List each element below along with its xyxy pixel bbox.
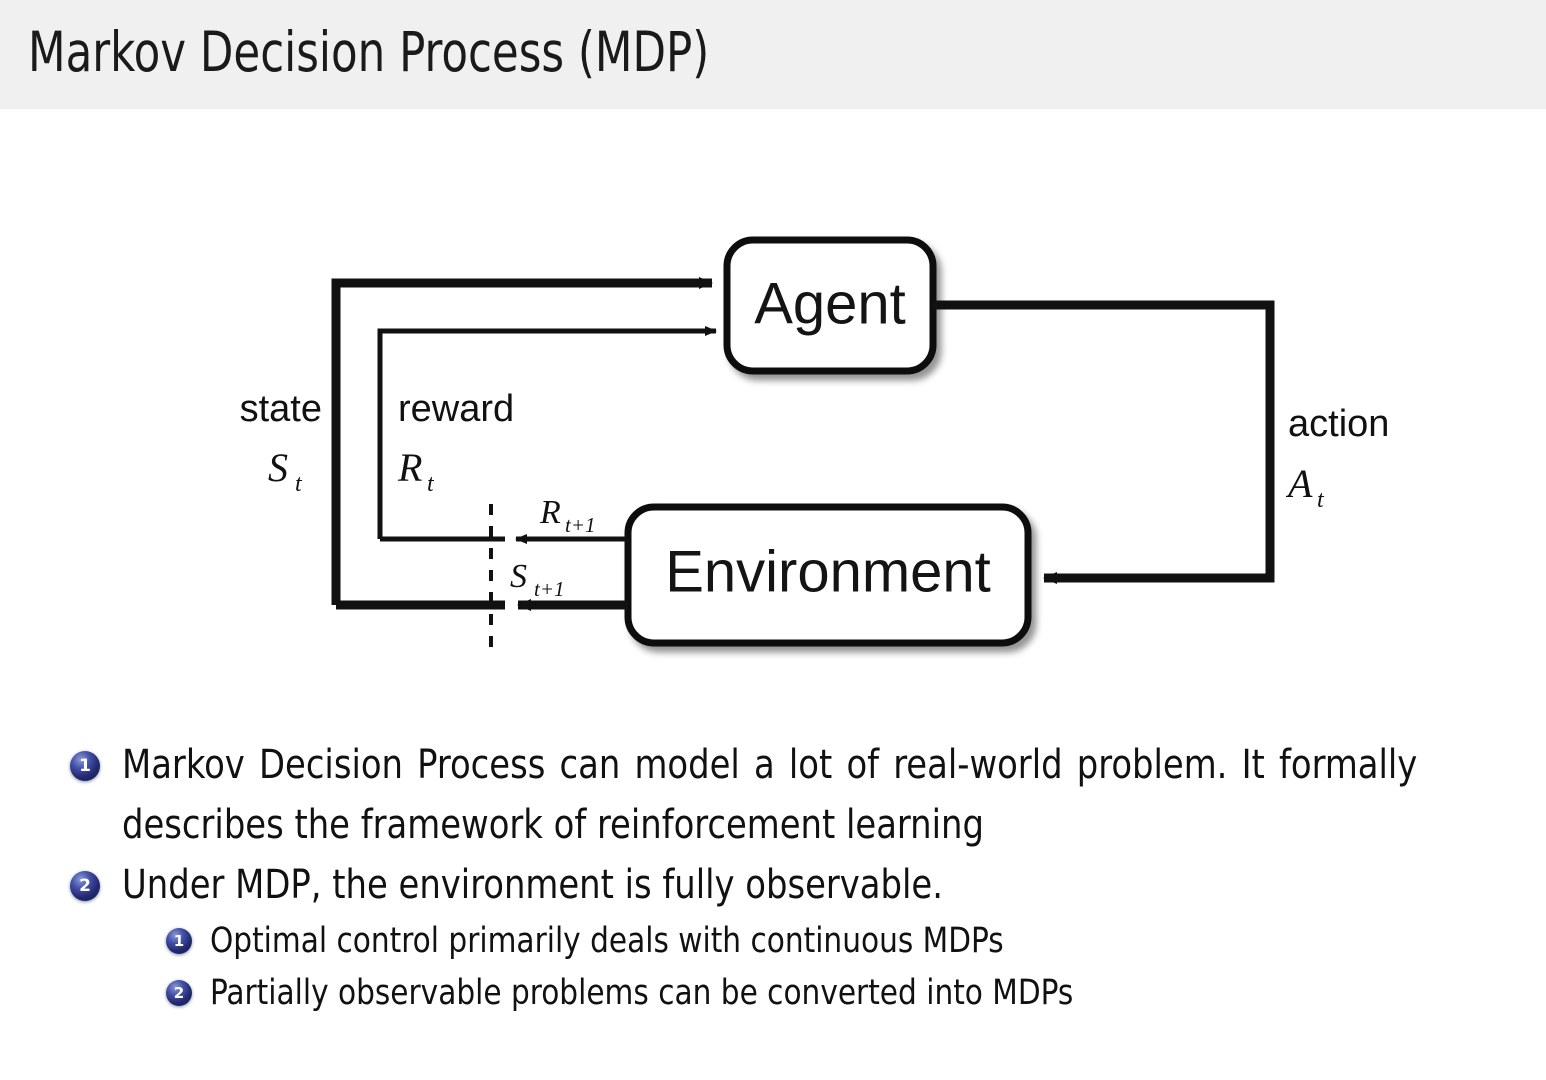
list-item: 2 Partially observable problems can be c… [0,967,1546,1019]
agent-node: Agent [723,236,937,375]
bullet-marker-2: 2 [70,871,100,901]
agent-node-label: Agent [754,271,906,336]
bullet-text-1: Markov Decision Process can model a lot … [122,742,1418,848]
reward-label-symbol: R [397,445,422,490]
next-state-label-subscript: t+1 [534,577,565,601]
state-arrow-path [331,277,713,605]
action-label-word: action [1288,403,1389,445]
reward-arrow-path [377,326,717,539]
next-reward-label-subscript: t+1 [565,513,596,537]
next-state-label-symbol: S [510,558,527,595]
mdp-loop-diagram: Agent Environment state S t reward R t a… [0,109,1546,699]
bullet-marker-1: 1 [70,751,100,781]
action-label-subscript: t [1317,487,1325,513]
next-reward-label-symbol: R [539,494,561,531]
next-state-label-group: S t+1 [510,558,565,601]
slide-header-bar: Markov Decision Process (MDP) [0,0,1546,109]
sub-bullet-marker-1: 1 [166,928,192,954]
list-item: 2 Under MDP, the environment is fully ob… [0,855,1546,915]
bullet-list: 1 Markov Decision Process can model a lo… [0,735,1546,1019]
list-item: 1 Optimal control primarily deals with c… [0,915,1546,967]
environment-node: Environment [624,503,1032,647]
state-label-subscript: t [295,471,303,497]
sub-bullet-marker-2: 2 [166,980,192,1006]
state-label-symbol: S [268,445,288,490]
bullet-text-2: Under MDP, the environment is fully obse… [122,862,943,908]
action-arrow-path [933,300,1275,584]
sub-bullet-text-1: Optimal control primarily deals with con… [210,921,1004,961]
next-reward-label-group: R t+1 [539,494,596,537]
reward-label-word: reward [398,388,514,430]
state-label-word: state [240,388,322,430]
reward-label-group: reward R t [397,388,514,497]
environment-node-label: Environment [665,539,991,604]
sub-bullet-text-2: Partially observable problems can be con… [210,973,1074,1013]
list-item: 1 Markov Decision Process can model a lo… [0,735,1546,855]
action-label-group: action A t [1285,403,1389,513]
reward-label-subscript: t [427,471,435,497]
action-label-symbol: A [1285,461,1313,506]
state-label-group: state S t [240,388,322,497]
page-title: Markov Decision Process (MDP) [28,20,710,84]
